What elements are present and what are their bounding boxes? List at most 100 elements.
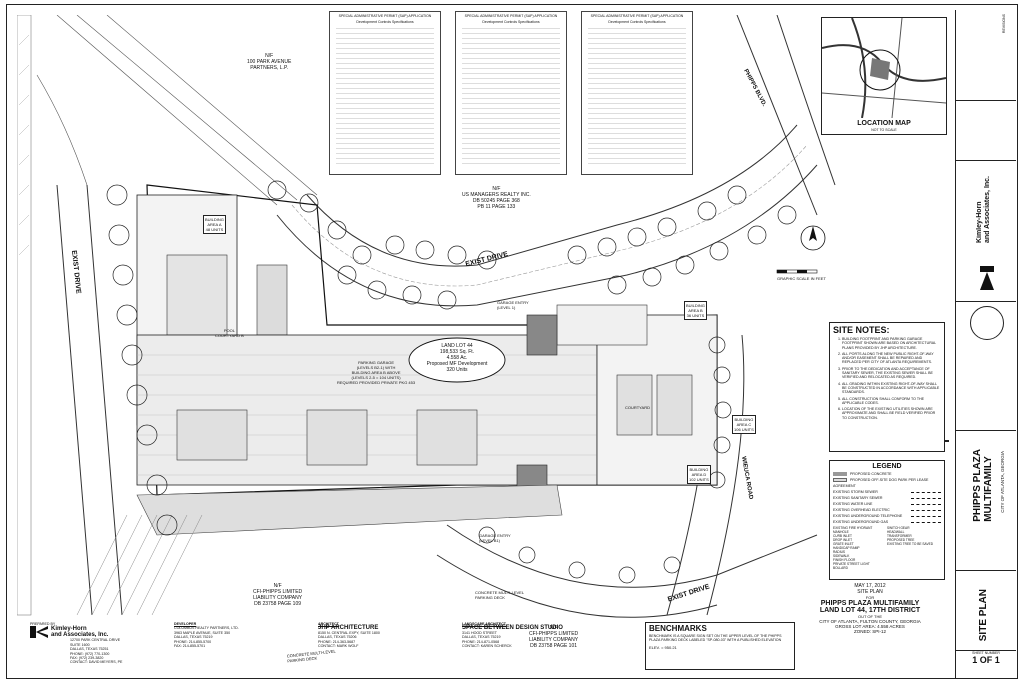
legend-symbols: EXISTING FIRE HYDRANT MANHOLE CURB INLET… bbox=[830, 526, 944, 570]
landscape-name: SPACE BETWEEN DESIGN STUDIO bbox=[462, 625, 563, 632]
location-map: LOCATION MAP NOT TO SCALE bbox=[821, 17, 947, 135]
site-note: ALL CONSTRUCTION SHALL CONFORM TO THE AP… bbox=[842, 397, 941, 406]
building-d-label: BUILDING AREA D 102 UNITS bbox=[687, 465, 711, 484]
site-note: LOCATION OF THE EXISTING UTILITIES SHOWN… bbox=[842, 407, 941, 420]
legend-symbols-right: SWITCH GEAR HEADWALL TRANSFORMER PROPOSE… bbox=[887, 526, 933, 546]
garage-entry-label-2: GARAGE ENTRY (LEVEL B1) bbox=[479, 533, 511, 543]
plan-project: PHIPPS PLAZA MULTIFAMILY bbox=[820, 600, 920, 607]
building-a-label: BUILDING AREA A 48 UNITS bbox=[203, 215, 226, 234]
owner-label-us-managers: N/F US MANAGERS REALTY INC. DB 50245 PAG… bbox=[462, 186, 531, 210]
landscape-block: LANDSCAPE ARCHITECT SPACE BETWEEN DESIGN… bbox=[462, 622, 612, 672]
form-title: SPECIAL ADMINISTRATIVE PERMIT (SAP) APPL… bbox=[338, 14, 432, 18]
courtyard-label: COURTYARD bbox=[625, 405, 650, 410]
site-note: ALL PORTS ALONG THE NEW PUBLIC RIGHT-OF-… bbox=[842, 352, 941, 365]
developer-block: DEVELOPER COLUMBUS REALTY PARTNERS, LTD.… bbox=[174, 622, 304, 672]
legend-item: EXISTING WATER LINE bbox=[833, 501, 941, 507]
legend-line-icon bbox=[911, 510, 941, 511]
kimley-horn-logo-icon bbox=[30, 626, 48, 639]
benchmarks-title: BENCHMARKS bbox=[649, 624, 707, 633]
sap-form-3: SPECIAL ADMINISTRATIVE PERMIT (SAP) APPL… bbox=[581, 11, 693, 175]
form-subtitle: Development Controls Specifications bbox=[356, 20, 414, 24]
legend-line-icon bbox=[911, 516, 941, 517]
form-title: SPECIAL ADMINISTRATIVE PERMIT (SAP) APPL… bbox=[464, 14, 558, 18]
legend-item: EXISTING OVERHEAD ELECTRIC bbox=[833, 507, 941, 513]
sheet-number-box: SHEET NUMBER 1 OF 1 bbox=[956, 650, 1016, 679]
legend-dots-icon bbox=[833, 478, 847, 483]
firm-name: Kimley-Horn and Associates, Inc. bbox=[976, 176, 991, 244]
form-subtitle: Development Controls Specifications bbox=[608, 20, 666, 24]
landscape-address: 3141 HOOD STREET DALLAS, TEXAS 75219 PHO… bbox=[462, 630, 512, 649]
benchmarks-text: BENCHMARK IS A SQUARE SIGN SET ON THE UP… bbox=[649, 634, 782, 643]
project-city-vertical: CITY OF ATLANTA, GEORGIA bbox=[1000, 451, 1005, 513]
developer-text: COLUMBUS REALTY PARTNERS, LTD. 3963 MAPL… bbox=[174, 626, 239, 649]
legend-line-icon bbox=[911, 498, 941, 499]
engineer-seal-icon bbox=[970, 306, 1004, 340]
architect-block: ARCHITECT JHP ARCHITECTURE 8150 N. CENTR… bbox=[318, 622, 448, 672]
preparer-address: 12700 PARK CENTRAL DRIVE SUITE 1600 DALL… bbox=[70, 638, 123, 665]
site-note: BUILDING FOOTPRINT AND PARKING GARAGE FO… bbox=[842, 337, 941, 350]
firm-box: Kimley-Horn and Associates, Inc. bbox=[956, 160, 1016, 302]
site-notes-title: SITE NOTES: bbox=[833, 325, 890, 335]
plan-city: CITY OF ATLANTA, FULTON COUNTY, GEORGIA bbox=[819, 619, 921, 624]
legend-hatch-icon bbox=[833, 472, 847, 477]
owner-label-cfi-2: N/F CFI-PHIPPS LIMITED LIABILITY COMPANY… bbox=[529, 625, 579, 649]
sheet-title-box: SITE PLAN bbox=[956, 570, 1016, 651]
sheet-title-vertical: SITE PLAN bbox=[978, 589, 989, 642]
site-note: ALL GRADING WITHIN EXISTING RIGHT-OF-WAY… bbox=[842, 382, 941, 395]
location-map-subtitle: NOT TO SCALE bbox=[871, 128, 897, 132]
legend-line-icon bbox=[911, 492, 941, 493]
parking-deck-label-2: CONCRETE MULTI-LEVEL PARKING DECK bbox=[475, 590, 525, 600]
form-table bbox=[336, 28, 434, 164]
legend-item: EXISTING UNDERGROUND TELEPHONE bbox=[833, 513, 941, 519]
form-title: SPECIAL ADMINISTRATIVE PERMIT (SAP) APPL… bbox=[590, 14, 684, 18]
land-lot-label: LAND LOT 44 198,533 Sq. Ft. 4.558 Ac. Pr… bbox=[426, 343, 488, 373]
graphic-scale-label: GRAPHIC SCALE IN FEET bbox=[777, 276, 826, 281]
legend-lines: PROPOSED CONCRETE PROPOSED OFF-SITE DOG … bbox=[830, 470, 944, 526]
revisions-box: REVISIONS bbox=[956, 10, 1016, 101]
drawing-sheet: SPECIAL ADMINISTRATIVE PERMIT (SAP) APPL… bbox=[6, 4, 1018, 679]
legend-panel: LEGEND PROPOSED CONCRETE PROPOSED OFF-SI… bbox=[829, 460, 945, 580]
plan-zoned: ZONED: SPI-12 bbox=[853, 629, 886, 634]
sheet-number: 1 OF 1 bbox=[972, 655, 1000, 665]
owner-label-cfi-1: N/F CFI-PHIPPS LIMITED LIABILITY COMPANY… bbox=[253, 583, 303, 607]
legend-line-icon bbox=[911, 522, 941, 523]
owner-label-north: N/F 100 PARK AVENUE PARTNERS, L.P. bbox=[247, 53, 292, 71]
plan-for: FOR bbox=[865, 595, 875, 600]
form-subtitle: Development Controls Specifications bbox=[482, 20, 540, 24]
building-b-label: BUILDING AREA B 36 UNITS bbox=[684, 301, 707, 320]
benchmarks-panel: BENCHMARKS BENCHMARK IS A SQUARE SIGN SE… bbox=[645, 622, 795, 670]
legend-symbols-left: EXISTING FIRE HYDRANT MANHOLE CURB INLET… bbox=[833, 526, 873, 570]
form-table bbox=[462, 28, 560, 164]
legend-item: PROPOSED OFF-SITE DOG PARK PER LEASE AGR… bbox=[833, 478, 929, 488]
site-notes-list: BUILDING FOOTPRINT AND PARKING GARAGE FO… bbox=[830, 337, 944, 420]
site-note: PRIOR TO THE DEDICATION AND ACCEPTANCE O… bbox=[842, 367, 941, 380]
project-name-vertical: PHIPPS PLAZA MULTIFAMILY bbox=[972, 449, 994, 522]
sheet-title-center: MAY 17, 2012 SITE PLAN FOR PHIPPS PLAZA … bbox=[790, 583, 950, 634]
location-map-graphic bbox=[821, 17, 947, 119]
preparer-block: PREPARED BY Kimley-Horn and Associates, … bbox=[30, 622, 160, 672]
architect-address: 8150 N. CENTRAL EXPY, SUITE 1800 DALLAS,… bbox=[318, 630, 380, 649]
architect-name: JHP ARCHITECTURE bbox=[318, 625, 379, 632]
project-box: PHIPPS PLAZA MULTIFAMILY CITY OF ATLANTA… bbox=[956, 430, 1016, 571]
sap-form-2: SPECIAL ADMINISTRATIVE PERMIT (SAP) APPL… bbox=[455, 11, 567, 175]
form-table bbox=[588, 28, 686, 164]
building-c-label: BUILDING AREA C 106 UNITS bbox=[732, 415, 756, 434]
plan-date: MAY 17, 2012 bbox=[854, 583, 886, 589]
legend-title: LEGEND bbox=[872, 463, 902, 470]
legend-item: EXISTING STORM SEWER bbox=[833, 489, 941, 495]
legend-line-icon bbox=[911, 504, 941, 505]
sheet-number-header: SHEET NUMBER bbox=[972, 651, 1000, 655]
right-title-block: REVISIONS Kimley-Horn and Associates, In… bbox=[955, 10, 1016, 678]
legend-item: PROPOSED CONCRETE bbox=[833, 471, 941, 477]
site-notes-panel: SITE NOTES: BUILDING FOOTPRINT AND PARKI… bbox=[829, 322, 945, 452]
firm-logo-icon bbox=[980, 266, 994, 290]
site-plan-drawing bbox=[17, 15, 836, 618]
benchmarks-elev: ELEV. = 950.21 bbox=[649, 644, 677, 650]
parking-garage-label: PARKING GARAGE (LEVELS B2-1) WITH BUILDI… bbox=[337, 360, 416, 385]
legend-item: EXISTING SANITARY SEWER bbox=[833, 495, 941, 501]
plan-land-lot: LAND LOT 44, 17TH DISTRICT bbox=[819, 607, 921, 614]
pool-courtyard-label: POOL COURTYARD B bbox=[215, 328, 244, 338]
garage-entry-label-1: GARAGE ENTRY (LEVEL 1) bbox=[497, 300, 529, 310]
sap-form-1: SPECIAL ADMINISTRATIVE PERMIT (SAP) APPL… bbox=[329, 11, 441, 175]
plan-area: GROSS LOT AREA: 4.558 ACRES bbox=[835, 624, 905, 629]
